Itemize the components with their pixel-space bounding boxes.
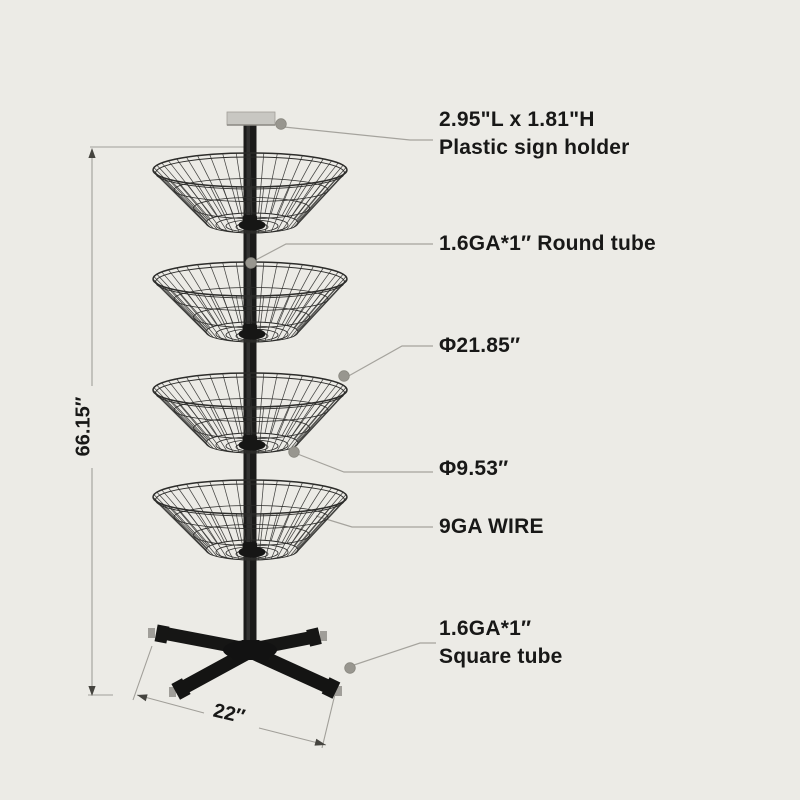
basket-tier-4 [152, 479, 348, 561]
callout-round-tube: 1.6GA*1″ Round tube [439, 232, 656, 256]
callout-bottom-diameter-line1: Φ9.53″ [439, 457, 509, 480]
callout-wire-gauge: 9GA WIRE [439, 515, 544, 539]
width-dimension-arrows [137, 694, 326, 746]
sign-holder [226, 111, 276, 126]
callout-square-tube: 1.6GA*1″ Square tube [439, 615, 563, 671]
leader-sign-holder [283, 126, 433, 141]
leader-wire-gauge [315, 515, 433, 528]
callout-dots [245, 118, 356, 674]
callout-square-tube-line2: Square tube [439, 645, 563, 668]
width-dimension-line [132, 645, 336, 749]
dot-square-tube [344, 662, 356, 674]
basket-tier-3 [152, 372, 348, 454]
dot-basket-diameter [338, 370, 350, 382]
leader-bottom-diameter [294, 452, 433, 473]
callout-sign-holder-line2: Plastic sign holder [439, 136, 630, 159]
basket-tier-1 [152, 152, 348, 234]
callout-wire-gauge-line1: 9GA WIRE [439, 515, 544, 538]
height-dimension-arrows [88, 148, 96, 696]
base-assembly [148, 624, 342, 700]
leader-square-tube [350, 642, 436, 667]
callout-square-tube-line1: 1.6GA*1″ [439, 617, 532, 640]
callout-basket-diameter-line1: Φ21.85″ [439, 334, 521, 357]
height-dimension-label: 66.15″ [72, 396, 95, 457]
base-foot-caps [148, 628, 342, 697]
callout-basket-diameter: Φ21.85″ [439, 334, 520, 358]
base-hub [223, 640, 277, 660]
callout-leader-lines [251, 126, 436, 667]
leader-basket-diameter [344, 345, 433, 379]
dot-sign-holder [275, 118, 287, 130]
dot-bottom-diameter [288, 446, 300, 458]
callout-sign-holder: 2.95"L x 1.81"H Plastic sign holder [439, 106, 630, 162]
callout-bottom-diameter: Φ9.53″ [439, 457, 508, 481]
dot-round-tube [245, 257, 257, 269]
center-pole [243, 125, 257, 655]
callout-round-tube-line1: 1.6GA*1″ Round tube [439, 232, 656, 255]
callout-sign-holder-line1: 2.95"L x 1.81"H [439, 108, 595, 131]
leader-round-tube [251, 243, 433, 263]
